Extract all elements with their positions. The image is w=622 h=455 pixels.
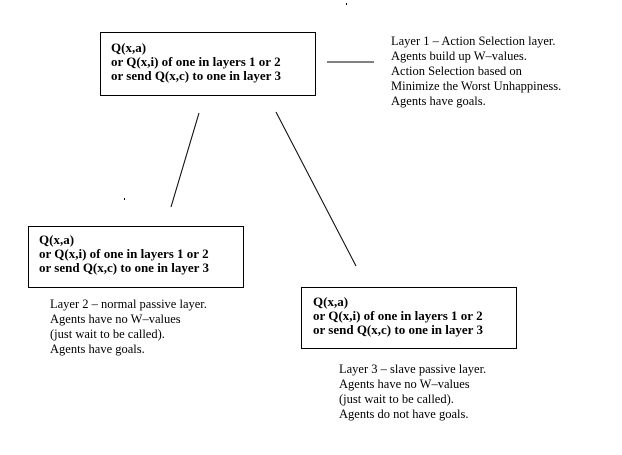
layer2-description: Layer 2 – normal passive layer. Agents h… — [50, 297, 207, 357]
layer1-description-line: Agents build up W–values. — [391, 49, 527, 63]
layer3-box-line: or send Q(x,c) to one in layer 3 — [313, 322, 483, 337]
layer2-description-line: Agents have goals. — [50, 342, 145, 356]
layer2-description-line: (just wait to be called). — [50, 327, 165, 341]
layer2-box-line: Q(x,a) — [39, 232, 75, 247]
layer1-description-line: Minimize the Worst Unhappiness. — [391, 79, 562, 93]
layer1-box-line: Q(x,a) — [111, 40, 147, 55]
layer2-box: Q(x,a) or Q(x,i) of one in layers 1 or 2… — [28, 226, 244, 288]
layer1-description-line: Action Selection based on — [391, 64, 522, 78]
layer3-description-line: Agents do not have goals. — [339, 407, 469, 421]
layer2-description-line: Layer 2 – normal passive layer. — [50, 297, 207, 311]
layer1-box-line: or Q(x,i) of one in layers 1 or 2 — [111, 54, 281, 69]
layer1-description-line: Layer 1 – Action Selection layer. — [391, 34, 556, 48]
stray-dot — [346, 3, 347, 5]
layer1-description-line: Agents have goals. — [391, 94, 486, 108]
layer3-box: Q(x,a) or Q(x,i) of one in layers 1 or 2… — [301, 287, 517, 349]
connector-layer1-layer2 — [170, 112, 200, 208]
layer1-box-line: or send Q(x,c) to one in layer 3 — [111, 68, 281, 83]
layer2-description-line: Agents have no W–values — [50, 312, 181, 326]
connector-layer1-layer3 — [275, 111, 357, 267]
layer3-description: Layer 3 – slave passive layer. Agents ha… — [339, 362, 486, 422]
layer2-box-line: or send Q(x,c) to one in layer 3 — [39, 260, 209, 275]
layer1-description: Layer 1 – Action Selection layer. Agents… — [391, 34, 561, 109]
layer3-box-line: Q(x,a) — [313, 294, 349, 309]
layer2-box-line: or Q(x,i) of one in layers 1 or 2 — [39, 246, 209, 261]
layer1-box: Q(x,a) or Q(x,i) of one in layers 1 or 2… — [100, 32, 316, 96]
layer3-description-line: (just wait to be called). — [339, 392, 454, 406]
layer3-description-line: Layer 3 – slave passive layer. — [339, 362, 487, 376]
layer3-description-line: Agents have no W–values — [339, 377, 470, 391]
layer3-box-line: or Q(x,i) of one in layers 1 or 2 — [313, 308, 483, 323]
stray-dot — [124, 198, 125, 200]
